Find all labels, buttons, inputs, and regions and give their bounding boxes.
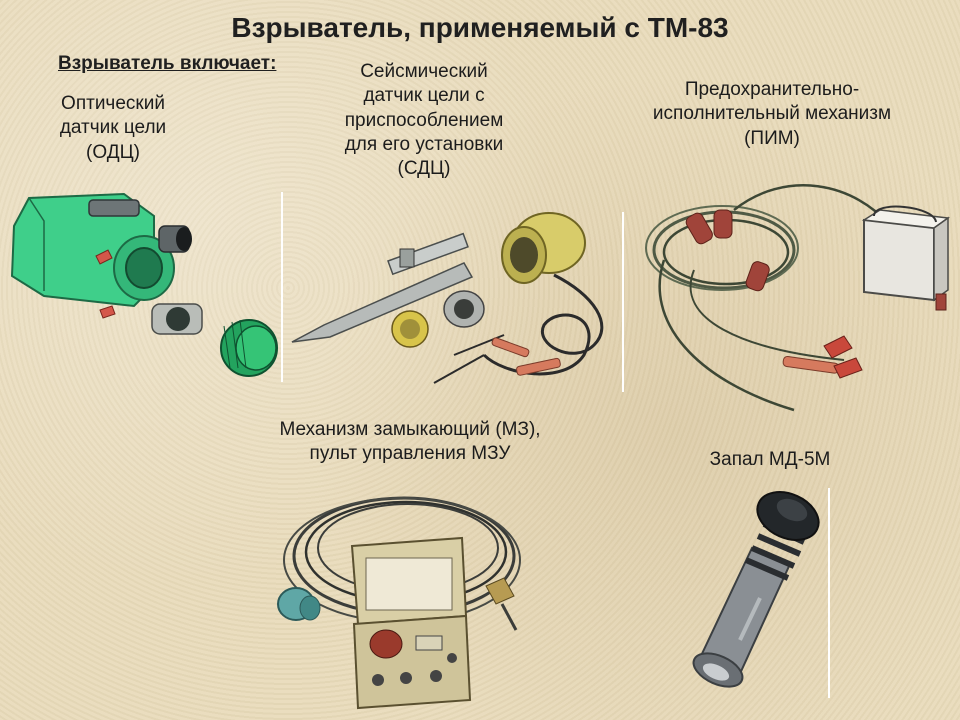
separator-line-3 xyxy=(828,488,830,698)
label-sdc-line-1: Сейсмический xyxy=(360,61,488,82)
label-sdc-line-2: датчик цели с xyxy=(363,85,485,107)
pim-illustration xyxy=(645,184,951,412)
label-odc-line-3: (ОДЦ) xyxy=(86,141,140,163)
label-sdc: Сейсмический датчик цели с приспособлени… xyxy=(318,60,530,182)
label-mz: Механизм замыкающий (МЗ), пульт управлен… xyxy=(230,418,590,467)
md5m-illustration xyxy=(692,491,820,688)
label-sdc-line-3: приспособлением xyxy=(344,109,504,131)
separator-line-2 xyxy=(622,212,624,392)
label-sdc-line-5: (СДЦ) xyxy=(397,158,451,180)
label-odc-line-2: датчик цели xyxy=(59,117,167,139)
label-pim-line-1: Предохранительно- xyxy=(684,79,860,100)
label-md5m: Запал МД-5М xyxy=(670,448,870,472)
label-mz-line-1: Механизм замыкающий (МЗ), xyxy=(279,419,541,440)
mz-illustration xyxy=(277,496,521,710)
odc-illustration xyxy=(10,192,278,377)
page-title: Взрыватель, применяемый с ТМ-83 xyxy=(231,12,729,43)
section-subtitle: Взрыватель включает: xyxy=(58,53,277,74)
separator-line-1 xyxy=(281,192,283,382)
label-pim: Предохранительно- исполнительный механиз… xyxy=(612,78,932,151)
label-md5m-line-1: Запал МД-5М xyxy=(709,449,831,470)
label-pim-line-2: исполнительный механизм xyxy=(652,103,892,125)
label-pim-line-3: (ПИМ) xyxy=(744,127,800,149)
sdc-illustration xyxy=(291,212,604,384)
label-mz-line-2: пульт управления МЗУ xyxy=(309,443,511,465)
label-odc-line-1: Оптический xyxy=(61,93,165,114)
label-odc: Оптический датчик цели (ОДЦ) xyxy=(30,92,196,165)
label-sdc-line-4: для его установки xyxy=(344,133,504,155)
